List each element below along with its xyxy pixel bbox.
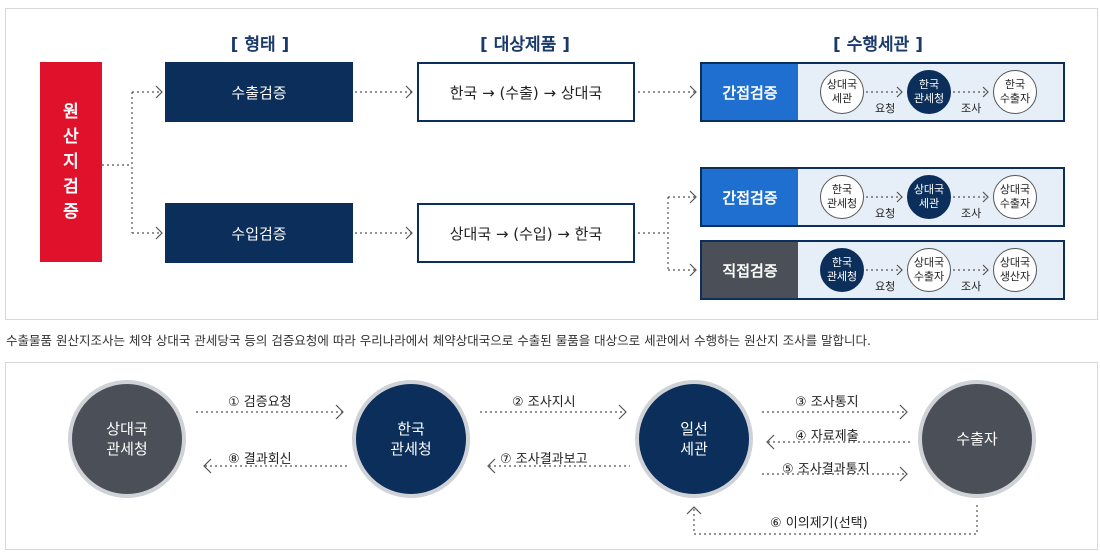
origin-char: 원 xyxy=(63,101,79,122)
node-partner-producer: 상대국 생산자 xyxy=(993,248,1037,292)
process-flow-panel xyxy=(5,362,1098,550)
node-line: 한국 xyxy=(831,183,853,196)
edge-label-request: 요청 xyxy=(875,280,896,293)
edge-label-request: 요청 xyxy=(875,102,896,115)
origin-char: 증 xyxy=(63,201,79,222)
node-line: 상대국 xyxy=(913,256,945,269)
origin-char: 지 xyxy=(63,151,79,172)
node-korea-exporter: 한국 수출자 xyxy=(993,70,1037,114)
node-line: 관세청 xyxy=(106,440,148,458)
origin-char: 검 xyxy=(63,176,79,197)
node-line: 일선 xyxy=(680,420,708,438)
step-objection: ⑥ 이의제기(선택) xyxy=(770,516,868,531)
node-partner-customs: 상대국 세관 xyxy=(907,175,951,219)
node-line: 관세청 xyxy=(826,270,858,283)
node-line: 세관 xyxy=(918,197,940,210)
node-exporter: 수출자 xyxy=(918,380,1036,498)
node-korea-customs-service: 한국 관세청 xyxy=(820,175,864,219)
step-result-reply: ⑧ 결과회신 xyxy=(228,452,292,467)
node-line: 상대국 xyxy=(999,183,1031,196)
node-korea-customs-service: 한국 관세청 xyxy=(820,248,864,292)
node-field-customs: 일선 세관 xyxy=(635,380,753,498)
connector-lines xyxy=(102,85,989,277)
node-partner-exporter: 상대국 수출자 xyxy=(907,248,951,292)
step-document-submission: ④ 자료제출 xyxy=(795,429,859,444)
node-line: 수출자 xyxy=(999,92,1031,105)
node-korea-customs-service: 한국 관세청 xyxy=(352,380,470,498)
node-line: 수출자 xyxy=(913,270,945,283)
node-line: 한국 xyxy=(1004,78,1026,91)
node-partner-customs: 상대국 세관 xyxy=(820,70,864,114)
node-line: 상대국 xyxy=(913,183,945,196)
process-label: 직접검증 xyxy=(702,242,798,298)
node-line: 한국 xyxy=(831,256,853,269)
step-result-report: ⑦ 조사결과보고 xyxy=(500,452,588,467)
import-flow-box: 상대국 → (수입) → 한국 xyxy=(417,203,635,263)
origin-char: 산 xyxy=(63,126,79,147)
node-line: 세관 xyxy=(680,440,708,458)
node-korea-customs: 한국 관세청 xyxy=(907,70,951,114)
node-line: 수출자 xyxy=(999,197,1031,210)
import-verification-box: 수입검증 xyxy=(165,203,353,263)
step-result-notice: ⑤ 조사결과통지 xyxy=(782,462,870,477)
step-investigation-notice: ③ 조사통지 xyxy=(795,395,859,410)
node-line: 세관 xyxy=(831,92,853,105)
node-line: 한국 xyxy=(918,78,940,91)
header-target: [ 대상제품 ] xyxy=(480,35,570,55)
node-line: 한국 xyxy=(397,420,425,438)
header-customs: [ 수행세관 ] xyxy=(833,35,923,55)
export-verification-box: 수출검증 xyxy=(165,62,353,122)
header-form: [ 형태 ] xyxy=(230,35,290,55)
edge-label-investigate: 조사 xyxy=(961,102,982,115)
node-line: 관세청 xyxy=(826,197,858,210)
process-label: 간접검증 xyxy=(702,169,798,225)
step-investigation-order: ② 조사지시 xyxy=(512,395,576,410)
process-label: 간접검증 xyxy=(702,64,798,120)
edge-label-investigate: 조사 xyxy=(961,280,982,293)
node-partner-customs-service: 상대국 관세청 xyxy=(68,380,186,498)
node-line: 관세청 xyxy=(390,440,432,458)
import-direct-process: 직접검증 xyxy=(700,240,1065,300)
description-text: 수출물품 원산지조사는 체약 상대국 관세당국 등의 검증요청에 따라 우리나라… xyxy=(6,333,872,348)
export-flow-box: 한국 → (수출) → 상대국 xyxy=(417,62,635,122)
node-line: 상대국 xyxy=(106,420,148,438)
origin-verification-box: 원 산 지 검 증 xyxy=(40,62,102,262)
node-line: 수출자 xyxy=(956,430,998,448)
node-line: 생산자 xyxy=(999,270,1031,283)
node-line: 상대국 xyxy=(826,78,858,91)
edge-label-investigate: 조사 xyxy=(961,207,982,220)
node-line: 관세청 xyxy=(913,92,945,105)
edge-label-request: 요청 xyxy=(875,207,896,220)
flow-connector-lines xyxy=(196,404,978,535)
node-partner-exporter: 상대국 수출자 xyxy=(993,175,1037,219)
node-line: 상대국 xyxy=(999,256,1031,269)
step-verification-request: ① 검증요청 xyxy=(228,395,292,410)
